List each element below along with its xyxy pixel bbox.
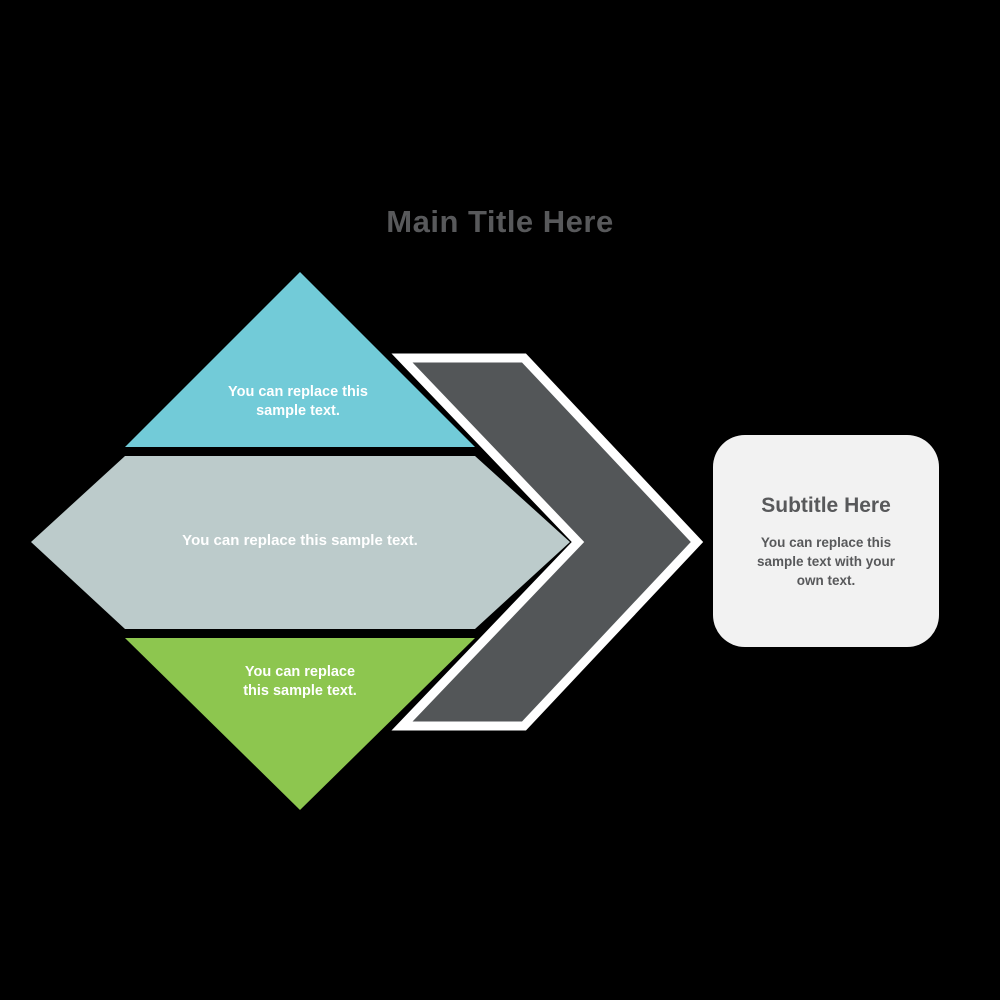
diamond-segment-bottom[interactable] [125, 638, 475, 810]
diamond-segment-top-label: You can replace this sample text. [228, 384, 368, 419]
diamond-segment-middle[interactable] [31, 456, 570, 629]
chevron-right-arrow[interactable] [391, 353, 704, 731]
diamond-segment-top[interactable] [125, 272, 475, 447]
page-title: Main Title Here [386, 204, 614, 239]
subtitle-card[interactable]: Subtitle Here You can replace this sampl… [713, 435, 939, 647]
subtitle-card-body: You can replace this sample text with yo… [756, 534, 896, 588]
subtitle-card-title: Subtitle Here [761, 493, 891, 517]
diamond-segment-bottom-label: You can replace this sample text. [243, 664, 357, 699]
diamond-segment-middle-label: You can replace this sample text. [182, 532, 418, 549]
